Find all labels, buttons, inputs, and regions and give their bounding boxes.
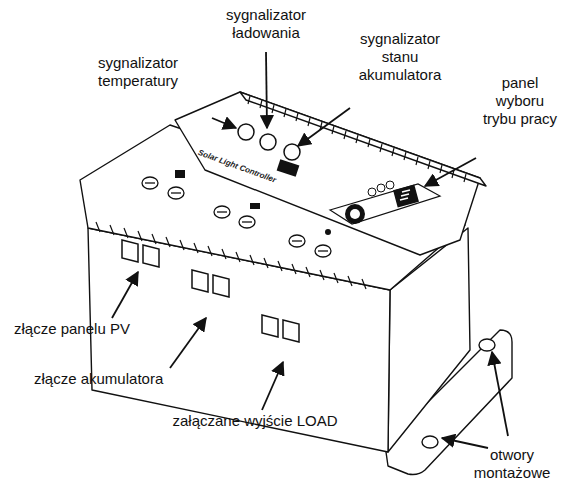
callout-label: otwory montażowe — [460, 446, 564, 482]
indicator-mark — [277, 159, 300, 177]
indicator-led — [238, 124, 300, 160]
mounting-hole — [479, 339, 495, 351]
leader-arrow — [112, 52, 508, 448]
callout-label: sygnalizator stanu akumulatora — [340, 30, 460, 84]
callout-label: złącze akumulatora — [34, 370, 254, 388]
top-cover — [175, 92, 480, 255]
terminal-symbol — [175, 170, 331, 235]
screw-terminal — [142, 177, 331, 257]
mode-panel — [330, 181, 440, 224]
callout-label: sygnalizator ładowania — [196, 6, 336, 42]
cooling-fins — [96, 222, 366, 289]
cooling-fins — [248, 96, 466, 182]
callout-label: panel wyboru trybu pracy — [480, 74, 560, 128]
callout-label: złącze panelu PV — [14, 320, 214, 338]
callout-label: sygnalizator temperatury — [58, 54, 218, 90]
callout-label: załączane wyjście LOAD — [170, 412, 340, 430]
mounting-hole — [422, 436, 438, 448]
wire-port — [122, 240, 299, 342]
